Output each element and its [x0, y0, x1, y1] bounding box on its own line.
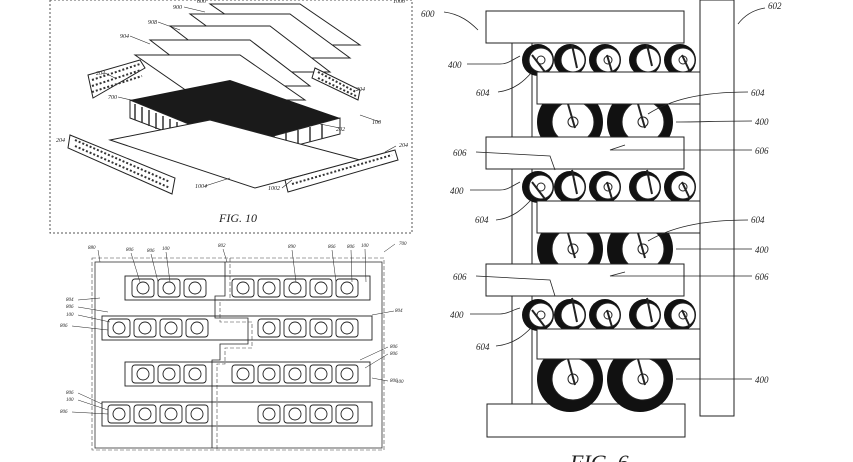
fig8-ref-label: 866 [328, 245, 336, 250]
fig6-ref-400: 400 [755, 375, 769, 385]
fig10-ref-label: 900 [173, 5, 182, 11]
fig8-outer-frame [94, 261, 383, 449]
fig8-ref-label: 100 [162, 247, 170, 252]
fig8-panel: 880 806 806 100 802 890 866 806 100 700 … [60, 242, 407, 451]
fig8-ref-label: 806 [390, 352, 398, 357]
fig10-ref-label: 204 [399, 142, 408, 149]
fig8-ref-label: 804 [395, 309, 403, 314]
fig10-ref-label: 904 [120, 33, 129, 40]
fig8-ref-label: 806 [390, 345, 398, 350]
fig8-ref-label: 100 [66, 398, 74, 403]
fig8-ref-label: 806 [147, 249, 155, 254]
fig6-ref-604: 604 [476, 88, 490, 98]
fig6-ref-604: 604 [751, 88, 765, 98]
fig8-ref-label: 806 [60, 324, 68, 329]
fig8-reference-labels: 880 806 806 100 802 890 866 806 100 700 … [60, 242, 407, 415]
fig8-ref-label: 802 [218, 244, 226, 249]
fig8-ref-label: 100 [361, 244, 369, 249]
fig6-ref-600: 600 [421, 9, 435, 19]
fig6-ref-606: 606 [453, 272, 467, 282]
fig6-leader-lines [443, 7, 766, 380]
fig8-ref-label: 806 [347, 245, 355, 250]
fig8-ref-label: 806 [66, 305, 74, 310]
fig6-ref-400: 400 [450, 186, 464, 196]
fig8-leader-lines [71, 243, 396, 415]
fig10-ref-label: 100 [372, 120, 381, 126]
fig6-ref-400: 400 [755, 117, 769, 127]
fig6-reference-labels: 600 602 400 604 604 400 606 606 400 604 … [421, 1, 782, 385]
fig10-frame [49, 0, 413, 234]
fig6-cell-row-e [522, 299, 696, 331]
fig10-ref-label: 204 [356, 86, 365, 93]
fig6-cell-row-a [522, 44, 696, 76]
fig8-ref-label: 890 [288, 245, 296, 250]
fig8-dashed-frame [91, 257, 385, 451]
fig6-ref-604: 604 [476, 342, 490, 352]
fig6-ref-604: 604 [751, 215, 765, 225]
fig10-panel: 900 600 908 904 204 700 204 100 202 204 … [49, 0, 413, 234]
fig6-right-wall [699, 0, 735, 417]
fig6-base [486, 403, 686, 438]
fig10-ref-label: 1002 [268, 186, 280, 192]
fig10-plates [133, 3, 362, 101]
fig10-ref-label: 202 [336, 127, 345, 133]
fig10-leader-lines [104, 6, 397, 189]
fig6-plates-overlay [485, 10, 701, 360]
fig10-bottom-rails [67, 134, 399, 195]
fig10-ref-label: 1004 [195, 183, 207, 190]
fig6-ref-602: 602 [768, 1, 782, 11]
fig8-cell-row [107, 404, 359, 424]
fig8-cell-rows [101, 275, 373, 427]
fig6-ref-606: 606 [453, 148, 467, 158]
fig8-ref-label: 100 [66, 313, 74, 318]
fig8-cell-row [107, 318, 359, 338]
fig6-panel: 600 602 400 604 604 400 606 606 400 604 … [421, 0, 782, 462]
fig6-ref-400: 400 [755, 245, 769, 255]
fig10-caption: FIG. 10 [218, 211, 257, 225]
fig10-reference-labels: 900 600 908 904 204 700 204 100 202 204 … [56, 0, 408, 192]
fig10-ref-label: 700 [108, 95, 117, 101]
fig10-ref-label: 204 [96, 70, 105, 77]
fig6-ref-400: 400 [450, 310, 464, 320]
fig8-ref-label: 880 [88, 246, 96, 251]
fig10-ref-label: 600 [197, 0, 206, 5]
fig8-module-divider [211, 262, 249, 448]
fig8-ref-label: 100 [396, 380, 404, 385]
fig10-ref-label: 1000 [393, 0, 405, 5]
fig6-caption: FIG. 6 [569, 450, 629, 462]
fig6-ref-606: 606 [755, 272, 769, 282]
fig8-cell-row [131, 364, 359, 384]
fig8-ref-label: 806 [390, 379, 398, 384]
fig8-module-divider-dash [216, 258, 253, 450]
fig6-ref-606: 606 [755, 146, 769, 156]
fig8-ref-label: 806 [66, 391, 74, 396]
fig10-ref-label: 204 [56, 137, 65, 144]
fig10-side-rails [87, 59, 361, 101]
fig8-cell-row [131, 278, 359, 298]
fig8-ref-label: 806 [126, 248, 134, 253]
fig8-ref-label: 804 [66, 298, 74, 303]
fig6-tabs [531, 44, 691, 386]
fig6-ref-400: 400 [448, 60, 462, 70]
fig8-ref-label: 700 [399, 242, 407, 247]
fig8-ref-label: 806 [60, 410, 68, 415]
fig10-ref-label: 908 [148, 20, 157, 26]
fig6-ref-604: 604 [475, 215, 489, 225]
